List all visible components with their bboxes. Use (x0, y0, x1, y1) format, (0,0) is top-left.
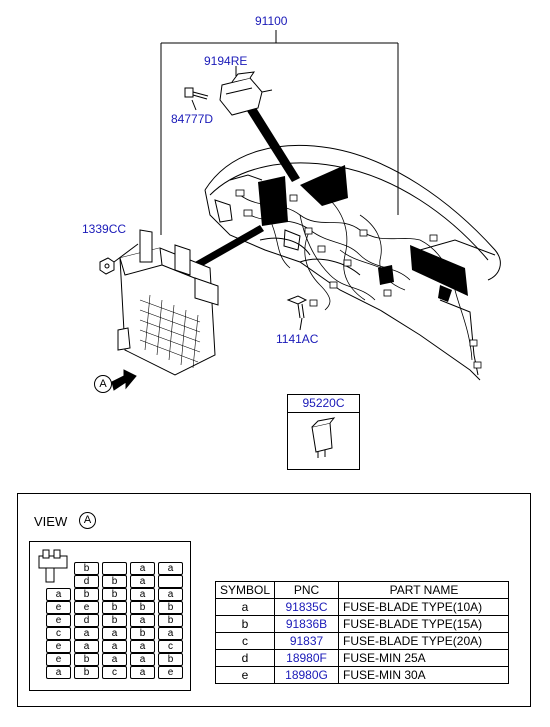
fuse-slot (158, 575, 183, 588)
fuse-slot: b (74, 588, 99, 601)
bolt-part (286, 295, 308, 319)
fuse-slot: c (46, 627, 71, 640)
header-pnc: PNC (274, 581, 339, 599)
bolt-leader (299, 317, 303, 331)
view-panel (17, 493, 531, 707)
harness-leader (160, 30, 399, 235)
fuse-slot: a (130, 640, 155, 653)
fuse-slot: a (130, 666, 155, 679)
fuse-slot: b (158, 614, 183, 627)
table-row: a 91835C FUSE-BLADE TYPE(10A) (215, 598, 509, 616)
relay-part (311, 417, 336, 458)
fuse-slot: e (158, 666, 183, 679)
nut-part-number[interactable]: 1339CC (82, 222, 127, 236)
row-pnc-link[interactable]: 91835C (274, 598, 339, 616)
row-part-name: FUSE-BLADE TYPE(10A) (338, 598, 509, 616)
fuse-slot: a (158, 588, 183, 601)
table-row: b 91836B FUSE-BLADE TYPE(15A) (215, 615, 509, 633)
fuse-slot: a (102, 627, 127, 640)
fuse-slot: a (74, 640, 99, 653)
junction-box-grid (139, 294, 201, 369)
relay-part-number[interactable]: 95220C (288, 395, 359, 413)
view-ref-marker: A (94, 375, 112, 393)
fuse-slot: a (130, 653, 155, 666)
junction-box (117, 229, 219, 376)
fuse-slot: d (74, 614, 99, 627)
view-arrow (111, 369, 137, 391)
harness-diagram (99, 30, 501, 458)
module-part-number[interactable]: 9194RE (204, 54, 248, 68)
fuse-slot: a (130, 614, 155, 627)
table-row: c 91837 FUSE-BLADE TYPE(20A) (215, 632, 509, 650)
fuse-panel-bracket (38, 549, 68, 583)
table-row: d 18980F FUSE-MIN 25A (215, 649, 509, 667)
fuse-slot: b (74, 653, 99, 666)
fuse-slot: b (130, 627, 155, 640)
view-title: VIEW (34, 514, 68, 529)
fuse-slot: e (46, 640, 71, 653)
harness-part-number[interactable]: 91100 (255, 14, 288, 28)
screw-part (184, 87, 209, 100)
row-symbol: d (215, 649, 275, 667)
header-symbol: SYMBOL (215, 581, 275, 599)
nut-leader (113, 243, 139, 263)
row-pnc-link[interactable]: 91836B (274, 615, 339, 633)
screw-part-number[interactable]: 84777D (171, 112, 214, 126)
fuse-slot: b (158, 601, 183, 614)
fuse-slot: e (46, 653, 71, 666)
header-part-name: PART NAME (338, 581, 509, 599)
fuse-slot: e (74, 601, 99, 614)
row-symbol: e (215, 666, 275, 684)
fuse-slot: b (102, 614, 127, 627)
fuse-slot: b (74, 666, 99, 679)
fuse-slot: b (102, 588, 127, 601)
row-symbol: a (215, 598, 275, 616)
row-pnc-link[interactable]: 91837 (274, 632, 339, 650)
nut-part (99, 257, 115, 275)
parts-table: SYMBOL PNC PART NAME a 91835C FUSE-BLADE… (215, 581, 509, 684)
fuse-slot (102, 562, 127, 575)
fuse-slot: a (130, 575, 155, 588)
row-symbol: c (215, 632, 275, 650)
table-row: e 18980G FUSE-MIN 30A (215, 666, 509, 684)
fuse-slot: a (46, 588, 71, 601)
fuse-slot: b (102, 601, 127, 614)
fuse-slot: a (102, 640, 127, 653)
fuse-slot: a (74, 627, 99, 640)
fuse-slot: a (46, 666, 71, 679)
fuse-slot: a (158, 562, 183, 575)
fuse-slot: c (158, 640, 183, 653)
fuse-slot: e (46, 601, 71, 614)
fuse-slot: c (102, 666, 127, 679)
fuse-panel (29, 541, 191, 691)
screw-leader (191, 99, 197, 111)
module-unit (219, 71, 273, 116)
row-part-name: FUSE-BLADE TYPE(15A) (338, 615, 509, 633)
fuse-slot: a (130, 562, 155, 575)
fuse-slot: a (158, 627, 183, 640)
fuse-slot: a (130, 588, 155, 601)
fuse-slot: b (158, 653, 183, 666)
fuse-slot: a (102, 653, 127, 666)
fuse-slot: e (46, 614, 71, 627)
fuse-slot: b (74, 562, 99, 575)
row-part-name: FUSE-BLADE TYPE(20A) (338, 632, 509, 650)
relay-box: 95220C (287, 394, 360, 470)
fuse-slot: b (130, 601, 155, 614)
fuse-slot: d (74, 575, 99, 588)
fuse-slot: b (102, 575, 127, 588)
dashboard-outline (204, 144, 501, 381)
view-ref-circle: A (79, 512, 96, 529)
harness-straps (195, 98, 468, 302)
bolt-part-number[interactable]: 1141AC (276, 332, 319, 346)
row-part-name: FUSE-MIN 25A (338, 649, 509, 667)
connectors (235, 189, 482, 369)
row-part-name: FUSE-MIN 30A (338, 666, 509, 684)
parts-table-header: SYMBOL PNC PART NAME (215, 581, 509, 599)
row-symbol: b (215, 615, 275, 633)
row-pnc-link[interactable]: 18980G (274, 666, 339, 684)
row-pnc-link[interactable]: 18980F (274, 649, 339, 667)
